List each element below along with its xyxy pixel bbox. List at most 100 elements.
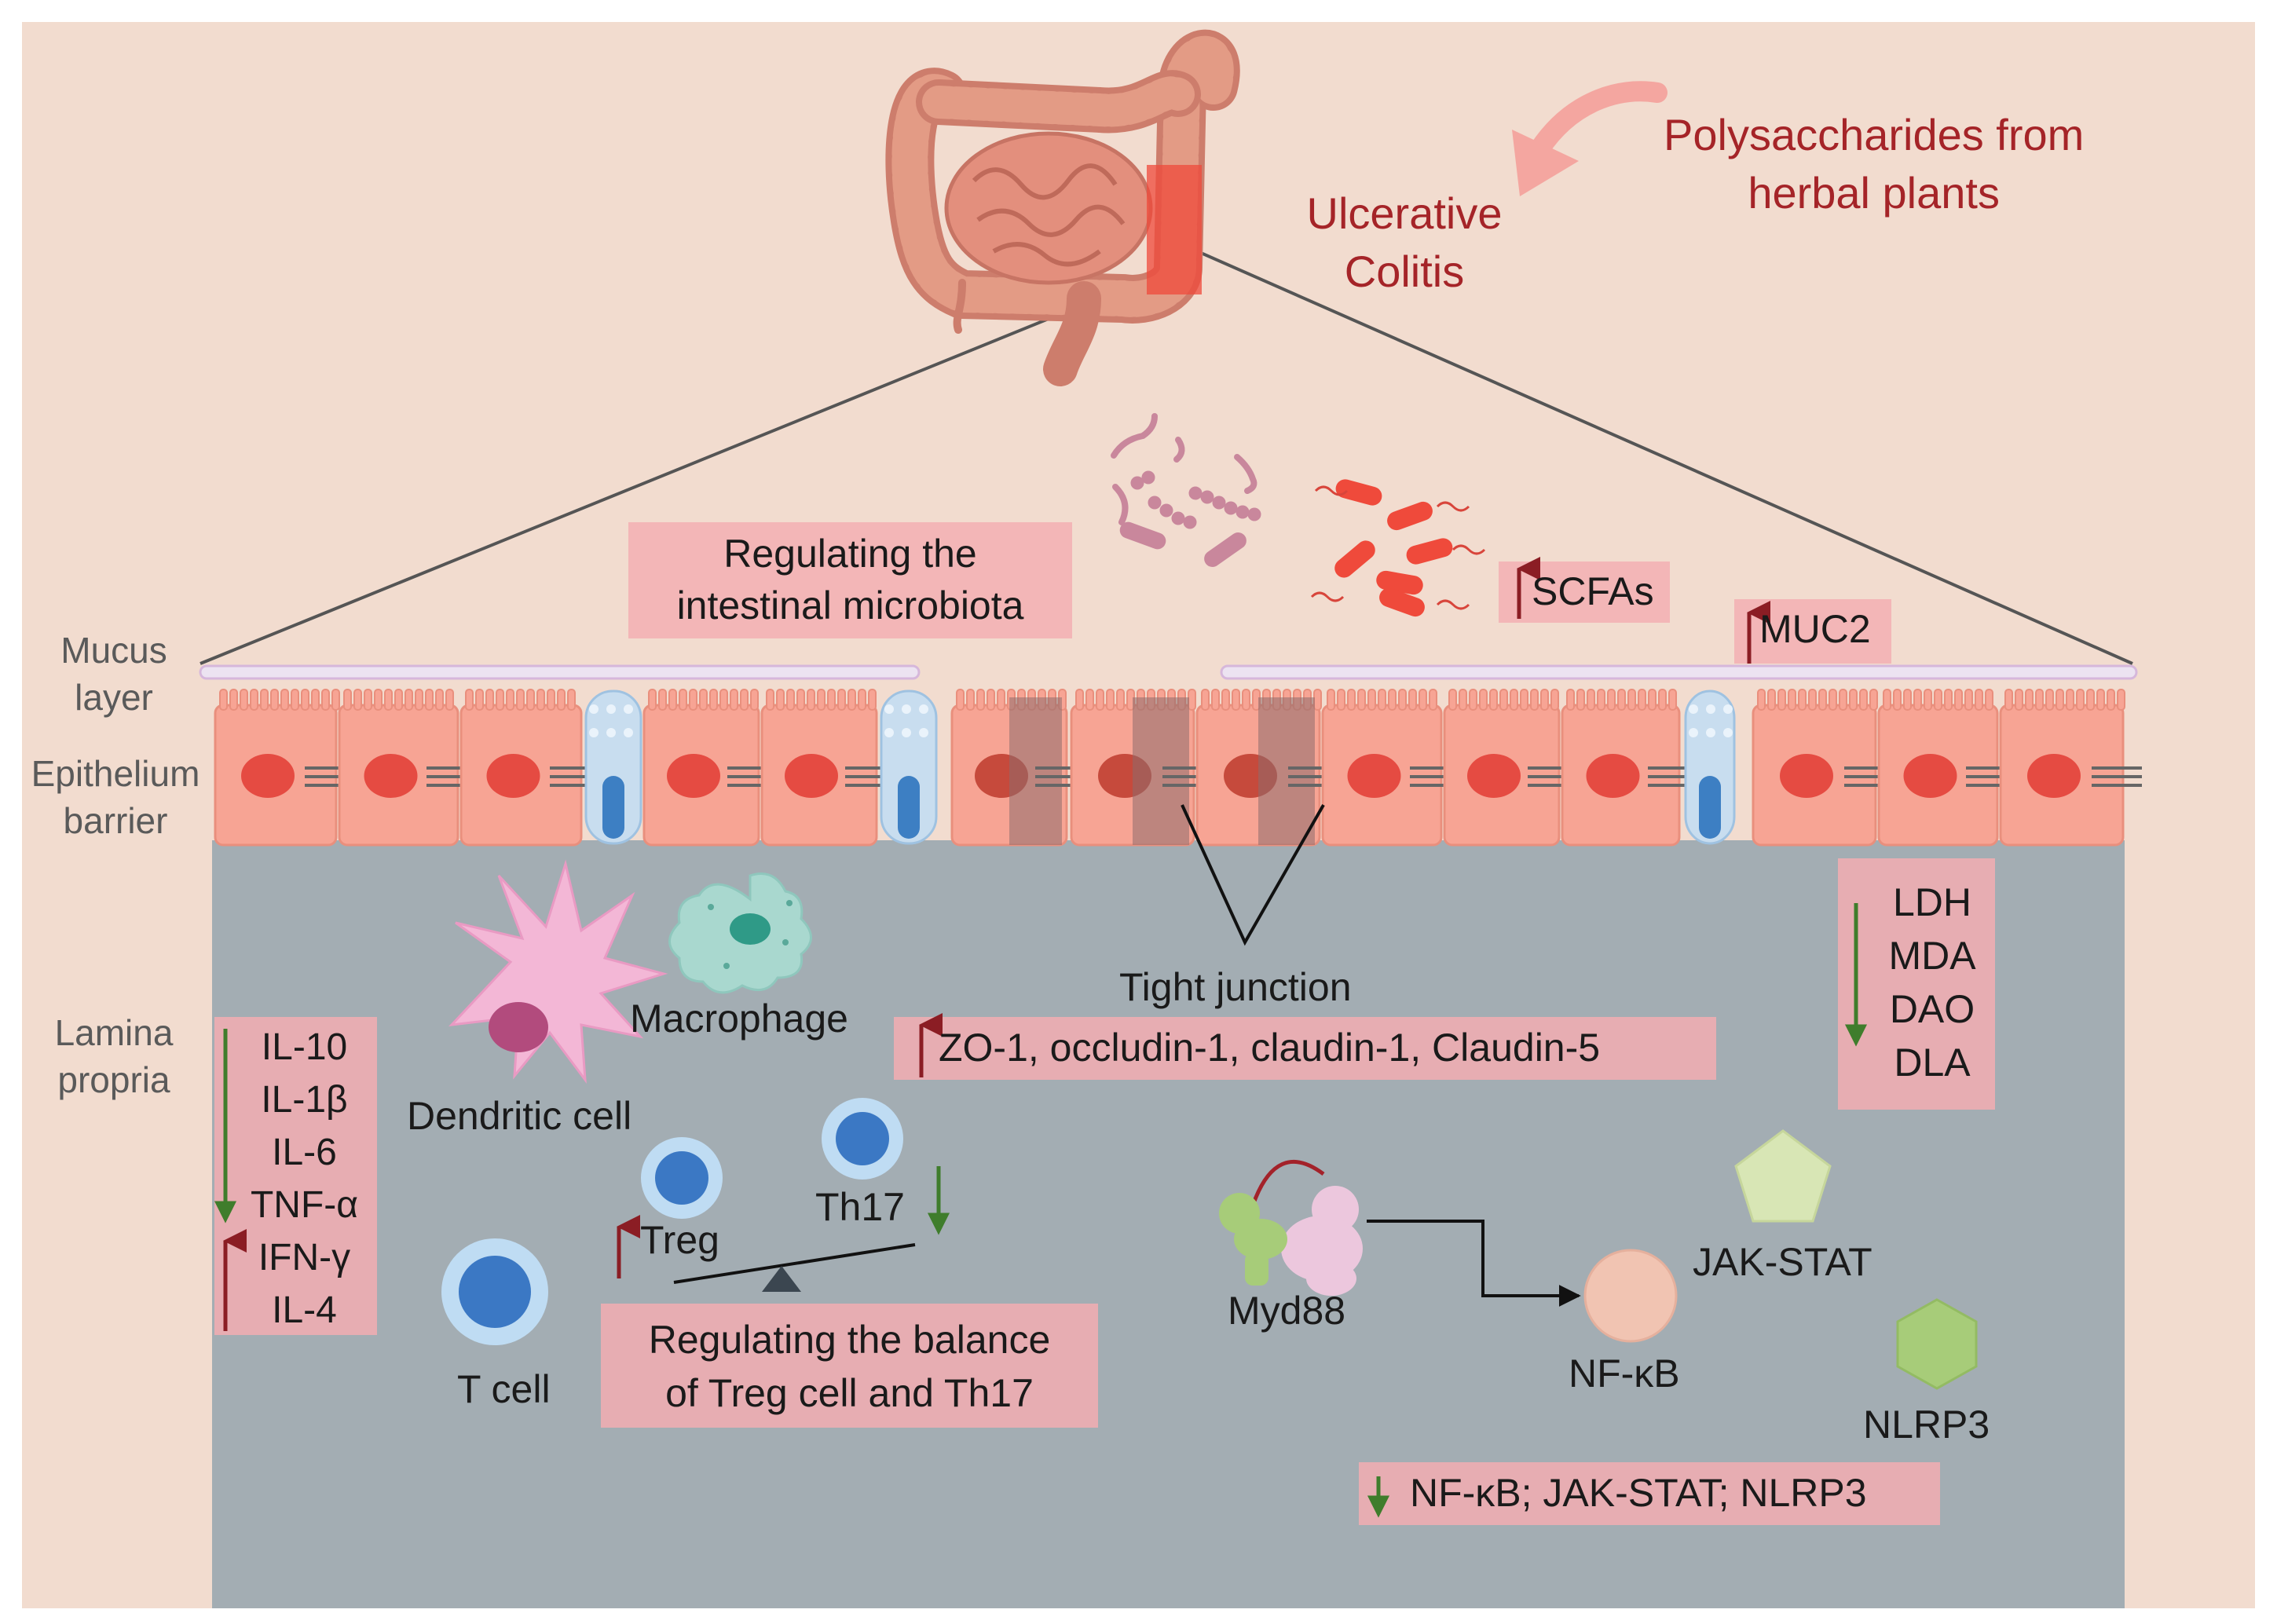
- cell-nucleus: [241, 754, 295, 798]
- tight-junction-title: Tight junction: [1119, 965, 1352, 1009]
- microvillus: [1648, 689, 1656, 711]
- cytokine-tnfa: TNF-α: [250, 1184, 359, 1226]
- microvillus: [343, 689, 352, 711]
- microvillus: [415, 689, 423, 711]
- cell-nucleus: [1347, 754, 1401, 798]
- microvillus: [331, 689, 340, 711]
- microvillus: [1388, 689, 1397, 711]
- goblet-nucleus: [602, 776, 624, 839]
- nlrp3-label: NLRP3: [1863, 1403, 1990, 1447]
- microvillus: [1211, 689, 1220, 711]
- damaged-region: [1133, 697, 1189, 845]
- microbiota-line-2: intestinal microbiota: [676, 583, 1024, 627]
- goblet-granule: [1689, 728, 1698, 737]
- microvillus: [2086, 689, 2095, 711]
- microvillus: [1357, 689, 1366, 711]
- signal-arrow: [1367, 1220, 1581, 1307]
- microvillus: [2025, 689, 2034, 711]
- microvillus: [536, 689, 545, 711]
- microvillus: [858, 689, 866, 711]
- goblet-granule: [589, 704, 599, 714]
- curved-arrow-head: [1512, 130, 1579, 196]
- cell-nucleus: [2027, 754, 2081, 798]
- microvillus: [1378, 689, 1386, 711]
- goblet-granule: [919, 728, 928, 737]
- nfkb-label: NF-κB: [1569, 1352, 1680, 1395]
- microvillus: [719, 689, 728, 711]
- cytokine-il10: IL-10: [261, 1026, 348, 1068]
- microvillus: [1658, 689, 1667, 711]
- microvillus: [776, 689, 785, 711]
- cytokine-down-arrowhead: [214, 1201, 237, 1223]
- microvillus: [240, 689, 248, 711]
- microvillus: [1903, 689, 1912, 711]
- microvillus: [526, 689, 535, 711]
- microvillus: [1429, 689, 1437, 711]
- microvillus: [1232, 689, 1240, 711]
- cytokine-il1b: IL-1β: [261, 1079, 348, 1121]
- microvillus: [1934, 689, 1942, 711]
- lamina-propria-label: Lamina propria: [43, 1009, 185, 1103]
- goblet-granule: [919, 704, 928, 714]
- mucus-label-line-2: layer: [75, 677, 153, 718]
- microvillus: [1777, 689, 1786, 711]
- microvillus: [1964, 689, 1973, 711]
- myd88-icon: [1219, 1159, 1363, 1296]
- microvillus: [384, 689, 393, 711]
- microvillus: [1913, 689, 1922, 711]
- macrophage-label: Macrophage: [630, 997, 848, 1041]
- microvillus: [997, 689, 1005, 711]
- goblet-granule: [1706, 728, 1715, 737]
- jakstat-label: JAK-STAT: [1693, 1240, 1872, 1284]
- marker-mda: MDA: [1888, 934, 1976, 978]
- marker-list: LDH MDA DAO DLA: [1873, 876, 1991, 1089]
- polysaccharides-title: Polysaccharides from herbal plants: [1664, 106, 2084, 222]
- goblet-nucleus: [1699, 776, 1721, 839]
- damaged-region: [1258, 697, 1315, 845]
- microvillus: [987, 689, 995, 711]
- treg-label: Treg: [640, 1218, 719, 1262]
- microvillus: [311, 689, 320, 711]
- microvillus: [364, 689, 372, 711]
- zoom-line-right: [1193, 248, 2133, 665]
- microvillus: [976, 689, 985, 711]
- microvillus: [956, 689, 965, 711]
- microvillus: [966, 689, 975, 711]
- microvillus: [2076, 689, 2085, 711]
- microvillus: [1869, 689, 1878, 711]
- epithelium-layer: [214, 689, 2142, 847]
- microvillus: [1638, 689, 1646, 711]
- cytokine-il6: IL-6: [272, 1132, 337, 1173]
- microvillus: [229, 689, 238, 711]
- microvillus: [1201, 689, 1210, 711]
- muc2-label: MUC2: [1759, 607, 1871, 651]
- microvillus: [709, 689, 718, 711]
- microvillus: [1188, 689, 1196, 711]
- microvillus: [1975, 689, 1983, 711]
- microvillus: [1398, 689, 1407, 711]
- balance-line-2: of Treg cell and Th17: [665, 1371, 1034, 1415]
- microvillus: [786, 689, 795, 711]
- goblet-granule: [1706, 704, 1715, 714]
- goblet-granule: [884, 704, 894, 714]
- microvillus: [827, 689, 836, 711]
- microvillus: [1859, 689, 1868, 711]
- microvillus: [1530, 689, 1539, 711]
- cytokine-list: IL-10 IL-1β IL-6 TNF-α IFN-γ IL-4: [236, 1021, 373, 1337]
- marker-ldh: LDH: [1892, 880, 1972, 924]
- microvillus: [219, 689, 228, 711]
- cell-nucleus: [667, 754, 720, 798]
- microvillus: [1924, 689, 1932, 711]
- colon-icon: [885, 29, 1240, 386]
- microvillus: [506, 689, 514, 711]
- microvillus: [405, 689, 413, 711]
- balance-beam: [673, 1243, 916, 1284]
- microvillus: [837, 689, 846, 711]
- lamina-label-line-2: propria: [57, 1059, 170, 1100]
- microvillus: [1313, 689, 1322, 711]
- goblet-granule: [589, 728, 599, 737]
- microvillus: [1510, 689, 1518, 711]
- microvillus: [1808, 689, 1817, 711]
- epithelium-label-line-2: barrier: [63, 800, 168, 841]
- microvillus: [516, 689, 525, 711]
